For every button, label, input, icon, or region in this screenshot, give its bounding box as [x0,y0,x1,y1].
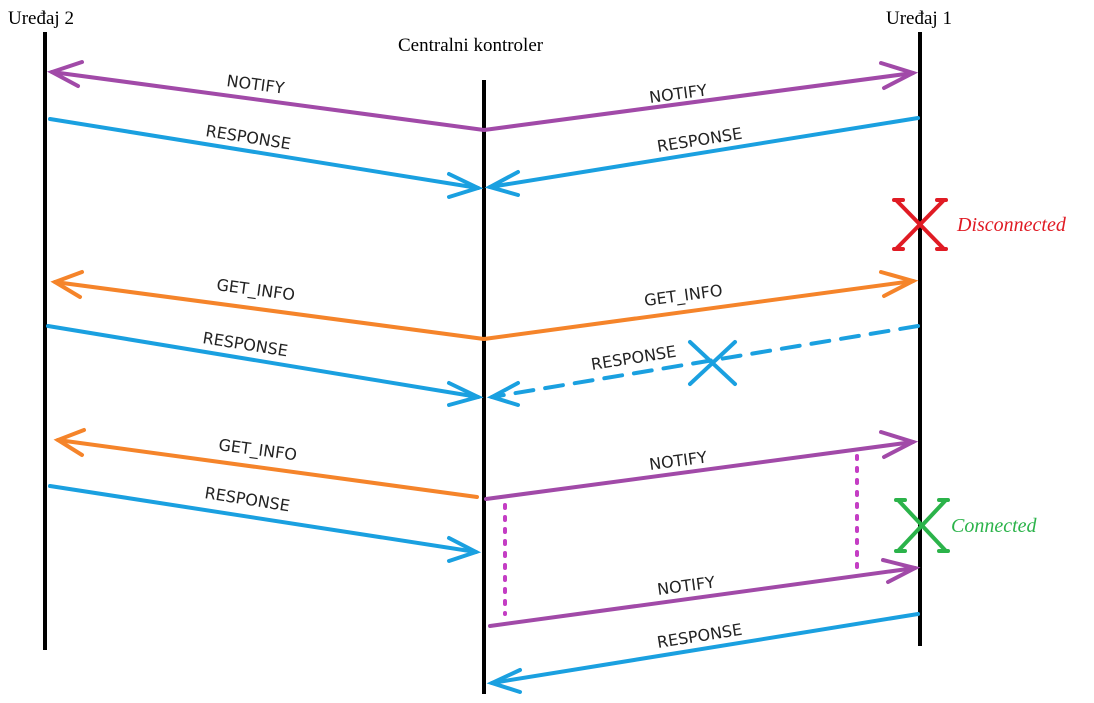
message-response-lost-from-device1 [486,324,920,407]
message-get-info-to-device2 [53,428,479,499]
disconnected-marker-icon [892,198,948,251]
message-response-from-device2 [48,484,482,563]
message-response-from-device2 [48,117,484,199]
message-notify-to-device1 [482,61,919,132]
message-notify-to-device1 [484,430,919,501]
participant-device2-label: Uređaj 2 [8,8,74,29]
participant-device1-label: Uređaj 1 [886,8,952,29]
message-response-from-device1 [486,612,920,694]
message-response-label: RESPONSE [656,124,744,156]
message-notify-to-device1 [488,558,921,628]
message-get-info-to-device1 [482,270,919,341]
connected-marker-icon [894,498,950,553]
message-response-from-device1 [484,116,920,197]
disconnected-state-label: Disconnected [956,214,1067,236]
message-response-label: RESPONSE [201,328,289,360]
message-response-label: RESPONSE [204,121,292,153]
connected-state-label: Connected [951,515,1038,537]
message-response-label: RESPONSE [656,620,744,652]
message-get-info-label: GET_INFO [215,275,296,305]
participant-controller-label: Centralni kontroler [398,35,544,56]
message-notify-to-device2 [46,60,486,132]
message-notify-label: NOTIFY [225,71,285,98]
message-lost-cross-icon [688,340,737,386]
message-get-info-label: GET_INFO [217,435,298,465]
message-response-from-device2 [46,324,484,407]
message-get-info-to-device2 [50,270,486,341]
